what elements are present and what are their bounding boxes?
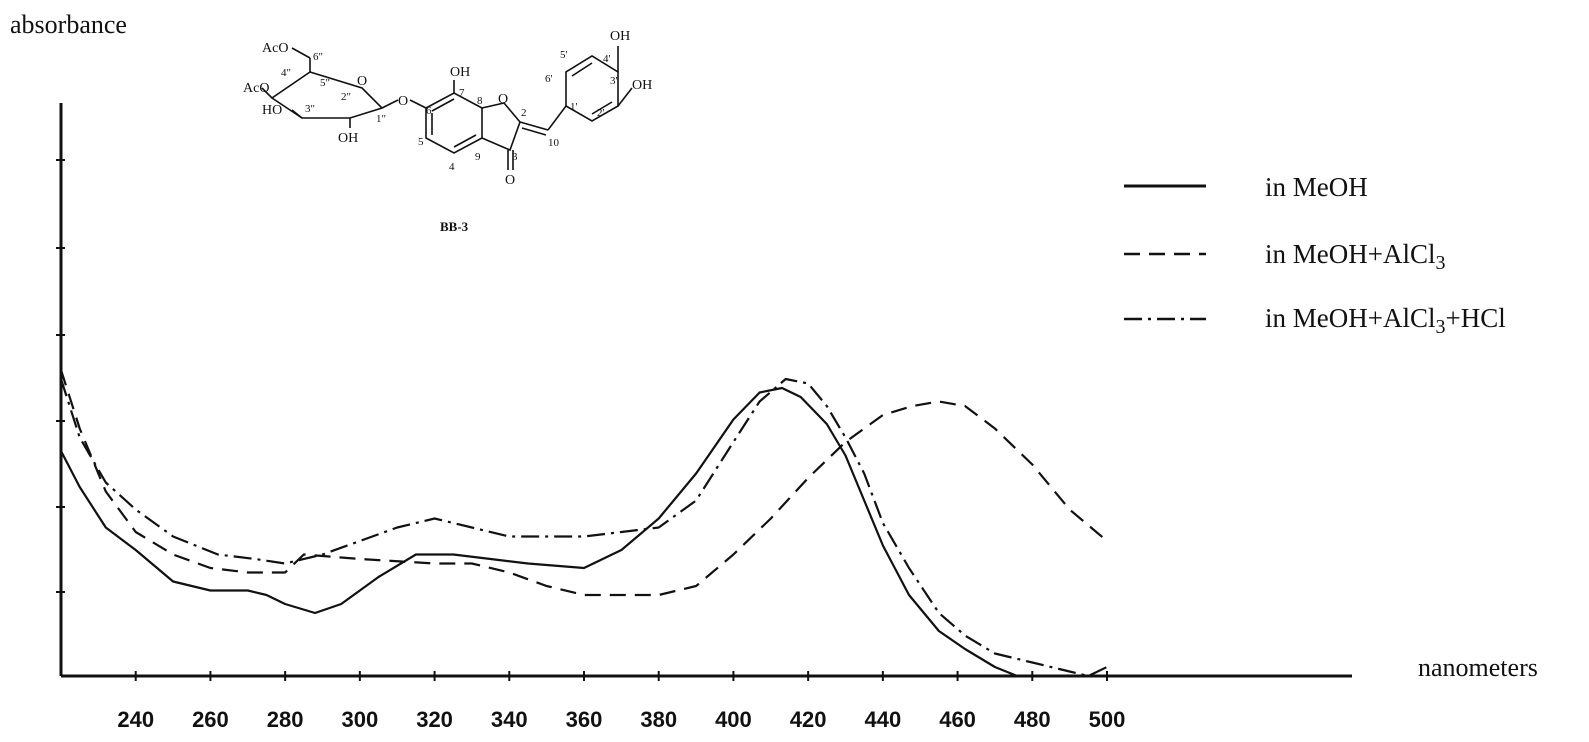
atom-aco-6: AcO <box>262 41 288 56</box>
atom-oh-7: OH <box>450 65 470 80</box>
bond-c3-o <box>291 109 303 119</box>
legend-label-meoh: in MeOH <box>1265 172 1368 202</box>
loc-8: 8 <box>477 95 483 107</box>
x-axis-ticks: 240 260 280 300 320 340 360 380 400 420 440 460 480 5… <box>117 671 1125 732</box>
loc-2pp: 2" <box>341 91 351 103</box>
loc-1pp: 1" <box>376 113 386 125</box>
loc-5pp: 5" <box>320 77 330 89</box>
bond-c3p-oh <box>617 87 633 107</box>
atom-furan-o: O <box>498 92 508 107</box>
x-tick-label: 280 <box>267 707 304 732</box>
bond-o-c6 <box>409 99 427 109</box>
x-tick-label: 460 <box>939 707 976 732</box>
x-tick-label: 480 <box>1014 707 1051 732</box>
legend: in MeOH in MeOH+AlCl3 in MeOH+AlCl3+HCl <box>1124 172 1506 338</box>
x-tick-label: 340 <box>491 707 528 732</box>
aurone-benzene-ring <box>425 92 483 154</box>
b-ring-double-1 <box>571 62 593 77</box>
compound-name: BB-3 <box>440 219 469 234</box>
bond-c2-c10 <box>519 121 549 131</box>
x-tick-label: 420 <box>790 707 827 732</box>
x-tick-label: 440 <box>864 707 901 732</box>
atom-link-o: O <box>398 94 408 109</box>
x-axis-label: nanometers <box>1418 653 1538 682</box>
loc-10: 10 <box>548 137 560 149</box>
atom-ho-3: HO <box>262 103 282 118</box>
bond-c6-o <box>291 47 311 59</box>
bond-c1-o <box>381 99 399 109</box>
atom-oh-4p: OH <box>610 29 630 44</box>
x-tick-label: 360 <box>566 707 603 732</box>
loc-4p: 4' <box>603 53 611 65</box>
bond-c4-o <box>261 87 273 99</box>
loc-4: 4 <box>449 161 455 173</box>
furanone-ring <box>481 102 521 152</box>
y-axis-label: absorbance <box>10 10 127 39</box>
loc-9: 9 <box>475 151 481 163</box>
x-tick-label: 500 <box>1089 707 1126 732</box>
x-tick-label: 260 <box>192 707 229 732</box>
loc-5p: 5' <box>560 49 568 61</box>
bond-c2-c10-double <box>521 127 547 136</box>
loc-4pp: 4" <box>281 67 291 79</box>
x-tick-label: 300 <box>341 707 378 732</box>
atom-oh-2: OH <box>338 131 358 146</box>
loc-2p: 2' <box>597 107 605 119</box>
atom-ring-o: O <box>357 74 367 89</box>
loc-7: 7 <box>459 87 465 99</box>
chemical-structure-labels: AcO AcO HO OH O O OH O O OH OH 6" 5" 4" … <box>243 29 652 234</box>
atom-aco-4: AcO <box>243 81 269 96</box>
x-tick-label: 320 <box>416 707 453 732</box>
aurone-double-1 <box>431 98 455 112</box>
loc-5: 5 <box>418 136 424 148</box>
chemical-structure <box>261 46 633 170</box>
loc-3: 3 <box>512 151 518 163</box>
series-line-dash-dot <box>59 377 1108 678</box>
b-ring-double-2 <box>591 101 613 115</box>
loc-3pp: 3" <box>305 103 315 115</box>
x-tick-label: 380 <box>640 707 677 732</box>
series-layer <box>59 369 1108 678</box>
loc-6p: 6' <box>545 73 553 85</box>
series-line-solid <box>60 386 1018 678</box>
aurone-double-2 <box>453 134 477 148</box>
loc-6pp: 6" <box>313 51 323 63</box>
y-axis-ticks <box>56 159 65 593</box>
atom-ketone-o: O <box>505 173 515 188</box>
loc-3p: 3' <box>610 75 618 87</box>
legend-label-meoh-alcl3: in MeOH+AlCl3 <box>1265 239 1445 274</box>
loc-1p: 1' <box>570 101 578 113</box>
bond-c10-c1p <box>547 105 567 131</box>
atom-oh-3p: OH <box>632 78 652 93</box>
x-tick-label: 400 <box>715 707 752 732</box>
loc-2: 2 <box>521 107 527 119</box>
legend-label-meoh-alcl3-hcl: in MeOH+AlCl3+HCl <box>1265 303 1506 338</box>
series-line-dashed <box>59 369 1108 597</box>
x-tick-label: 240 <box>117 707 154 732</box>
loc-6: 6 <box>426 105 432 117</box>
